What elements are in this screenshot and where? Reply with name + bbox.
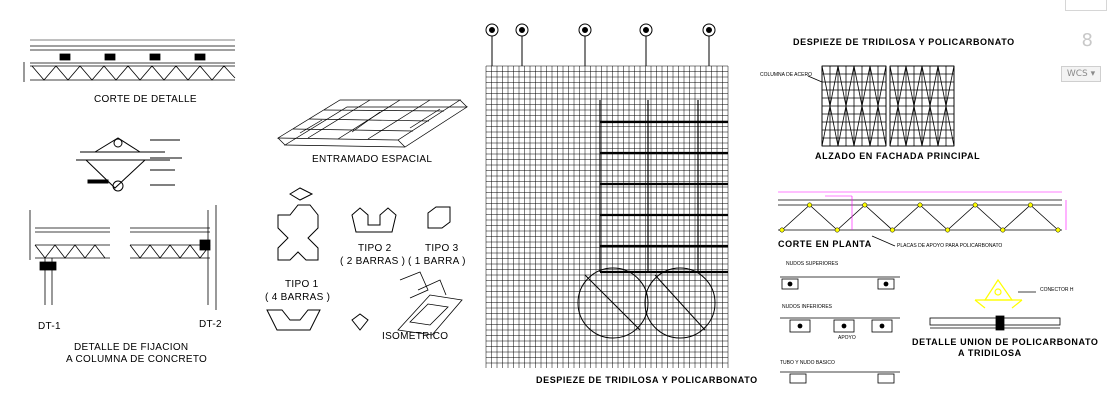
tipo2-node-drawing — [351, 206, 451, 331]
label-tipo2: TIPO 2 — [358, 243, 392, 254]
label-columna-acero: COLUMNA DE ACERO — [760, 72, 812, 78]
label-tipo1-barras: ( 4 BARRAS ) — [265, 292, 331, 303]
label-placas-apoyo: PLACAS DE APOYO PARA POLICARBONATO — [897, 243, 1003, 249]
label-tipo3: TIPO 3 — [425, 243, 459, 254]
label-tubo-nudo: TUBO Y NUDO BASICO — [780, 360, 835, 366]
tridilosa-grid-mesh — [485, 65, 729, 368]
detalle-union-drawing — [929, 278, 1061, 331]
window-corner-frame — [1065, 0, 1107, 11]
isometrico-drawing — [397, 271, 463, 336]
fijacion-dt1-drawing — [29, 210, 110, 305]
grid-circles — [577, 267, 716, 339]
label-detalle-fijacion-1: DETALLE DE FIJACION — [74, 342, 189, 353]
tipo1-node-drawing — [266, 187, 321, 331]
wcs-dropdown[interactable]: WCS ▾ — [1061, 66, 1101, 82]
label-despieze-top: DESPIEZE DE TRIDILOSA Y POLICARBONATO — [793, 37, 1015, 47]
label-alzado: ALZADO EN FACHADA PRINCIPAL — [815, 151, 981, 161]
label-despieze-bottom: DESPIEZE DE TRIDILOSA Y POLICARBONATO — [536, 375, 758, 385]
label-corte-planta: CORTE EN PLANTA — [778, 239, 872, 249]
corte-detalle-drawing — [23, 39, 236, 82]
label-detalle-union-2: A TRIDILOSA — [958, 348, 1022, 358]
nodo-detalle-drawing — [76, 137, 182, 192]
label-dt2: DT-2 — [199, 319, 222, 330]
label-dt1: DT-1 — [38, 321, 61, 332]
corte-planta-drawing — [778, 191, 1067, 247]
nudos-drawings — [780, 276, 900, 384]
label-isometrico: ISOMETRICO — [382, 331, 449, 342]
label-conector: CONECTOR H — [1040, 287, 1074, 293]
label-entramado: ENTRAMADO ESPACIAL — [312, 154, 433, 165]
alzado-fachada-drawing — [807, 65, 955, 147]
label-nudos-inferiores: NUDOS INFERIORES — [782, 304, 833, 310]
label-detalle-fijacion-2: A COLUMNA DE CONCRETO — [66, 354, 208, 365]
label-nudos-superiores: NUDOS SUPERIORES — [786, 261, 839, 267]
label-tipo3-barras: ( 1 BARRA ) — [408, 256, 466, 267]
fijacion-dt2-drawing — [129, 205, 217, 310]
label-apoyo: APOYO — [838, 335, 856, 341]
label-detalle-union-1: DETALLE UNION DE POLICARBONATO — [912, 337, 1099, 347]
entramado-espacial-drawing — [276, 99, 469, 148]
viewcube-number[interactable]: 8 — [1081, 30, 1093, 51]
grid-axis-bubbles — [485, 23, 716, 66]
label-tipo1: TIPO 1 — [285, 279, 319, 290]
label-tipo2-barras: ( 2 BARRAS ) — [340, 256, 406, 267]
label-corte-detalle: CORTE DE DETALLE — [94, 94, 197, 105]
